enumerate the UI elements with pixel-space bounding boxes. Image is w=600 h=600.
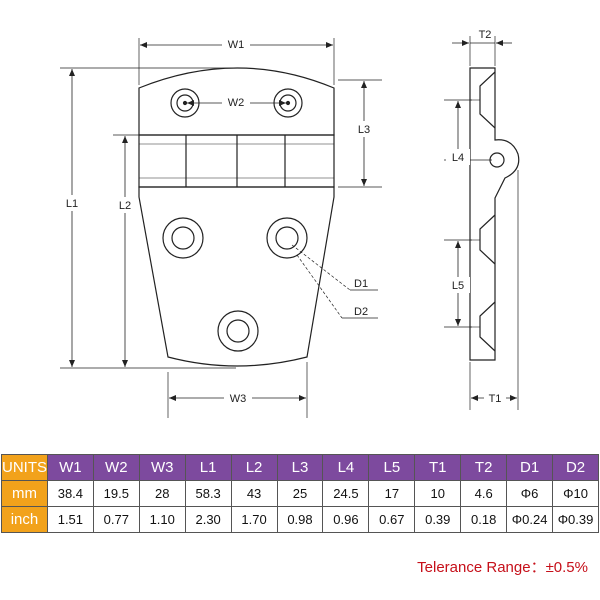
header-cell: D1 xyxy=(506,454,554,481)
table-cell: 0.39 xyxy=(414,506,462,533)
table-cell: 1.51 xyxy=(46,506,94,533)
table-cell: Φ0.39 xyxy=(552,506,599,533)
mounting-hole xyxy=(217,310,259,352)
hinge-dimension-drawing: W1 W2 L1 L2 L3 W3 D1 D2 T2 L4 L5 T1 xyxy=(60,29,520,418)
label-l2: L2 xyxy=(119,200,131,212)
table-cell: Φ10 xyxy=(552,480,599,507)
d1-leader xyxy=(291,244,351,291)
table-cell: 1.10 xyxy=(138,506,186,533)
units-header-cell: UNITS xyxy=(1,454,48,481)
hinge-side-view xyxy=(469,67,520,361)
header-cell: W1 xyxy=(46,454,94,481)
d2-leader xyxy=(296,254,343,319)
mounting-hole xyxy=(162,217,204,259)
table-cell: 43 xyxy=(230,480,278,507)
table-cell: 0.77 xyxy=(92,506,140,533)
table-row-mm: mm 38.4 19.5 28 58.3 43 25 24.5 17 10 4.… xyxy=(1,480,599,507)
table-cell: 2.30 xyxy=(184,506,232,533)
row-label-mm: mm xyxy=(1,480,48,507)
header-cell: T1 xyxy=(414,454,462,481)
table-cell: 10 xyxy=(414,480,462,507)
table-cell: 58.3 xyxy=(184,480,232,507)
label-w3: W3 xyxy=(230,393,247,405)
hinge-front-view xyxy=(138,67,335,367)
tolerance-note: Telerance Range：±0.5% xyxy=(417,559,588,576)
header-cell: L4 xyxy=(322,454,370,481)
label-l1: L1 xyxy=(66,198,78,210)
table-cell: 0.18 xyxy=(460,506,508,533)
header-cell: L3 xyxy=(276,454,324,481)
bottom-leaf-outline xyxy=(138,186,335,367)
label-d1: D1 xyxy=(354,278,368,290)
header-cell: W3 xyxy=(138,454,186,481)
table-cell: 0.96 xyxy=(322,506,370,533)
table-cell: 38.4 xyxy=(46,480,94,507)
table-cell: 28 xyxy=(138,480,186,507)
table-cell: 0.98 xyxy=(276,506,324,533)
table-cell: 19.5 xyxy=(92,480,140,507)
table-cell: Φ6 xyxy=(506,480,554,507)
table-cell: 17 xyxy=(368,480,416,507)
table-cell: 1.70 xyxy=(230,506,278,533)
mounting-hole xyxy=(266,217,308,259)
header-cell: L2 xyxy=(230,454,278,481)
header-cell: T2 xyxy=(460,454,508,481)
table-cell: 25 xyxy=(276,480,324,507)
label-d2: D2 xyxy=(354,306,368,318)
header-cell: L1 xyxy=(184,454,232,481)
table-header-row: UNITS W1 W2 W3 L1 L2 L3 L4 L5 T1 T2 D1 D… xyxy=(1,454,599,481)
label-w1: W1 xyxy=(228,39,245,51)
label-l3: L3 xyxy=(358,124,370,136)
label-l4: L4 xyxy=(452,152,464,164)
top-leaf-outline xyxy=(138,67,335,136)
header-cell: L5 xyxy=(368,454,416,481)
table-cell: 0.67 xyxy=(368,506,416,533)
table-row-inch: inch 1.51 0.77 1.10 2.30 1.70 0.98 0.96 … xyxy=(1,506,599,533)
label-t1: T1 xyxy=(489,393,502,405)
dimension-table: UNITS W1 W2 W3 L1 L2 L3 L4 L5 T1 T2 D1 D… xyxy=(1,454,599,533)
label-l5: L5 xyxy=(452,280,464,292)
header-cell: D2 xyxy=(552,454,599,481)
table-cell: Φ0.24 xyxy=(506,506,554,533)
table-cell: 4.6 xyxy=(460,480,508,507)
label-t2: T2 xyxy=(479,29,492,41)
label-w2: W2 xyxy=(228,97,245,109)
header-cell: W2 xyxy=(92,454,140,481)
table-cell: 24.5 xyxy=(322,480,370,507)
row-label-inch: inch xyxy=(1,506,48,533)
